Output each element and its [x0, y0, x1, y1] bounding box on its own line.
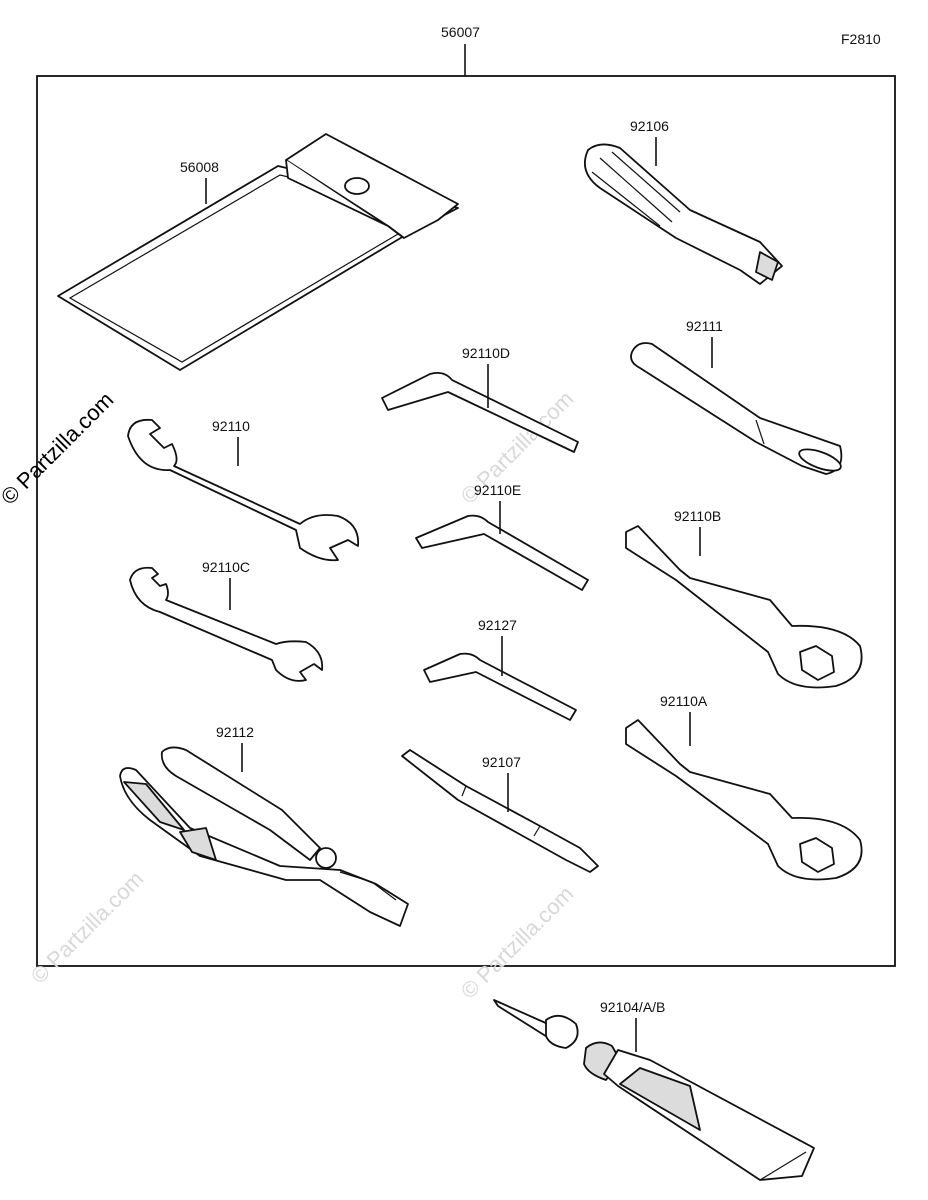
- callout-ring-wrench-b-label: 92110B: [674, 508, 721, 524]
- callout-extension-bar-label: 92111: [686, 318, 723, 334]
- callout-grease-tube-label: 92104/A/B: [600, 999, 665, 1015]
- watermark: © Partzilla.com: [0, 387, 118, 510]
- driver-handle-illustration: [584, 143, 783, 285]
- callout-wrench-small-label: 92110C: [202, 559, 250, 575]
- callout-screwdriver-label: 92107: [482, 754, 521, 770]
- callout-ring-wrench-a-label: 92110A: [660, 693, 708, 709]
- callout-hex-key-e-label: 92110E: [474, 482, 521, 498]
- pliers-illustration: [119, 746, 409, 927]
- hex-key-e-illustration: [415, 514, 589, 591]
- screwdriver-illustration: [401, 749, 599, 873]
- kit-frame: [36, 75, 896, 967]
- kit-part-number: 56007: [441, 24, 480, 40]
- extension-bar-illustration: [630, 342, 843, 475]
- grease-tube-illustration: [493, 999, 815, 1181]
- figure-code: F2810: [841, 31, 881, 47]
- ring-wrench-a-illustration: [625, 719, 863, 881]
- hex-key-small-illustration: [423, 652, 577, 721]
- ring-wrench-b-illustration: [625, 525, 863, 689]
- watermark-faint: © Partzilla.com: [456, 881, 579, 1004]
- callout-case-label: 56008: [180, 159, 219, 175]
- wrench-large-illustration: [127, 418, 360, 562]
- wrench-small-illustration: [129, 566, 324, 682]
- callout-hex-key-d-label: 92110D: [462, 345, 510, 361]
- callout-driver-handle-label: 92106: [630, 118, 669, 134]
- callout-hex-key-small-label: 92127: [478, 617, 517, 633]
- callout-pliers-label: 92112: [216, 724, 254, 740]
- watermark-faint: © Partzilla.com: [26, 866, 149, 989]
- tool-case-illustration: [57, 133, 459, 371]
- callout-wrench-large-label: 92110: [212, 418, 250, 434]
- hex-key-d-illustration: [381, 371, 579, 453]
